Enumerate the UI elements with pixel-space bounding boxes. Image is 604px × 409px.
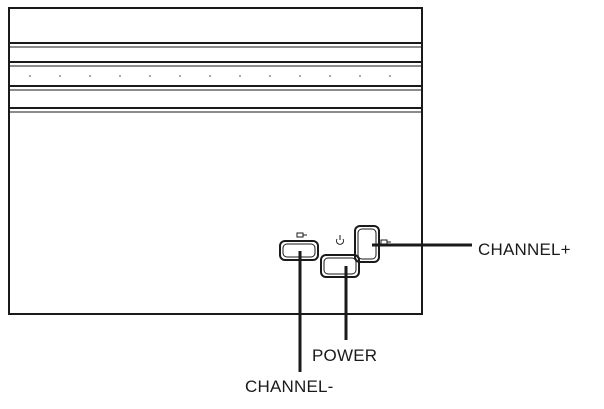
channel-plus-label: CHANNEL+ <box>478 240 571 259</box>
power-label: POWER <box>312 346 378 365</box>
input-arrow-icon <box>296 232 307 238</box>
callout-leaders <box>298 243 472 372</box>
vent-grooves <box>9 42 422 113</box>
power-icon <box>336 235 344 245</box>
power-button[interactable] <box>320 254 360 278</box>
input-arrow-icon <box>380 239 391 245</box>
groove-tick-marks <box>29 75 391 77</box>
channel-minus-label: CHANNEL- <box>245 377 334 396</box>
device-body <box>8 7 423 315</box>
button-cluster <box>279 225 380 278</box>
